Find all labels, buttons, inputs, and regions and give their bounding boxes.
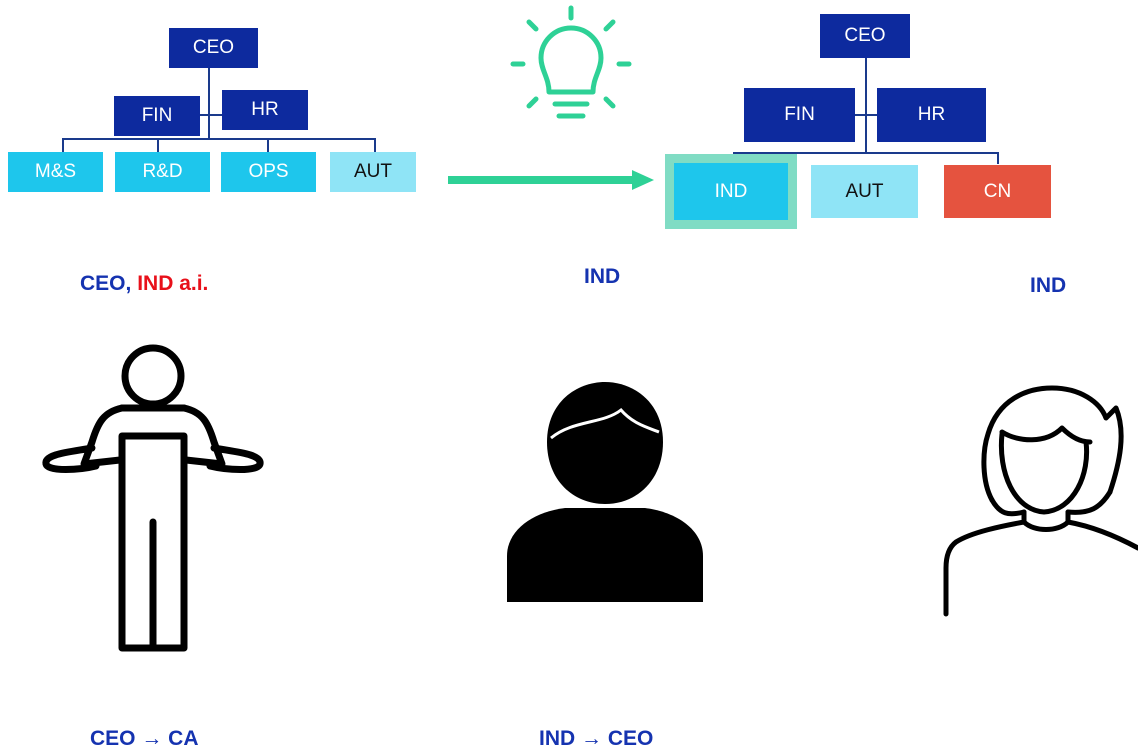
middle-top-caption: IND <box>584 265 621 288</box>
connector-line <box>865 58 867 154</box>
left-unit-rd: R&D <box>115 152 210 192</box>
woman-avatar-icon <box>943 385 1138 617</box>
person-shrug-icon <box>42 344 264 652</box>
left-top-caption: CEO, IND a.i. <box>80 272 208 296</box>
connector-line <box>62 138 64 152</box>
lightbulb-icon <box>510 5 632 119</box>
connector-line <box>733 152 999 154</box>
connector-line <box>157 138 159 152</box>
man-avatar-icon <box>507 382 703 602</box>
right-top-caption: IND <box>1030 274 1067 297</box>
right-unit-aut: AUT <box>811 165 918 218</box>
left-fin-box: FIN <box>114 96 200 136</box>
left-bottom-caption: CEO → CA <box>90 727 199 750</box>
connector-line <box>855 114 877 116</box>
right-hr-box: HR <box>877 88 986 142</box>
connector-line <box>208 66 210 140</box>
left-ceo-box: CEO <box>169 28 258 68</box>
right-fin-box: FIN <box>744 88 855 142</box>
middle-bottom-caption: IND → CEO <box>539 727 654 750</box>
connector-line <box>267 138 269 152</box>
connector-line <box>200 114 222 116</box>
left-unit-ms: M&S <box>8 152 103 192</box>
connector-line <box>62 138 376 140</box>
left-unit-aut: AUT <box>330 152 416 192</box>
left-unit-ops: OPS <box>221 152 316 192</box>
connector-line <box>997 152 999 164</box>
right-unit-ind: IND <box>665 154 797 229</box>
left-hr-box: HR <box>222 90 308 130</box>
left-top-caption-prefix: CEO, <box>80 272 138 295</box>
connector-line <box>374 138 376 152</box>
arrow-right-icon <box>448 170 654 190</box>
left-top-caption-highlight: IND a.i. <box>137 272 209 295</box>
right-unit-cn: CN <box>944 165 1051 218</box>
right-ceo-box: CEO <box>820 14 910 58</box>
